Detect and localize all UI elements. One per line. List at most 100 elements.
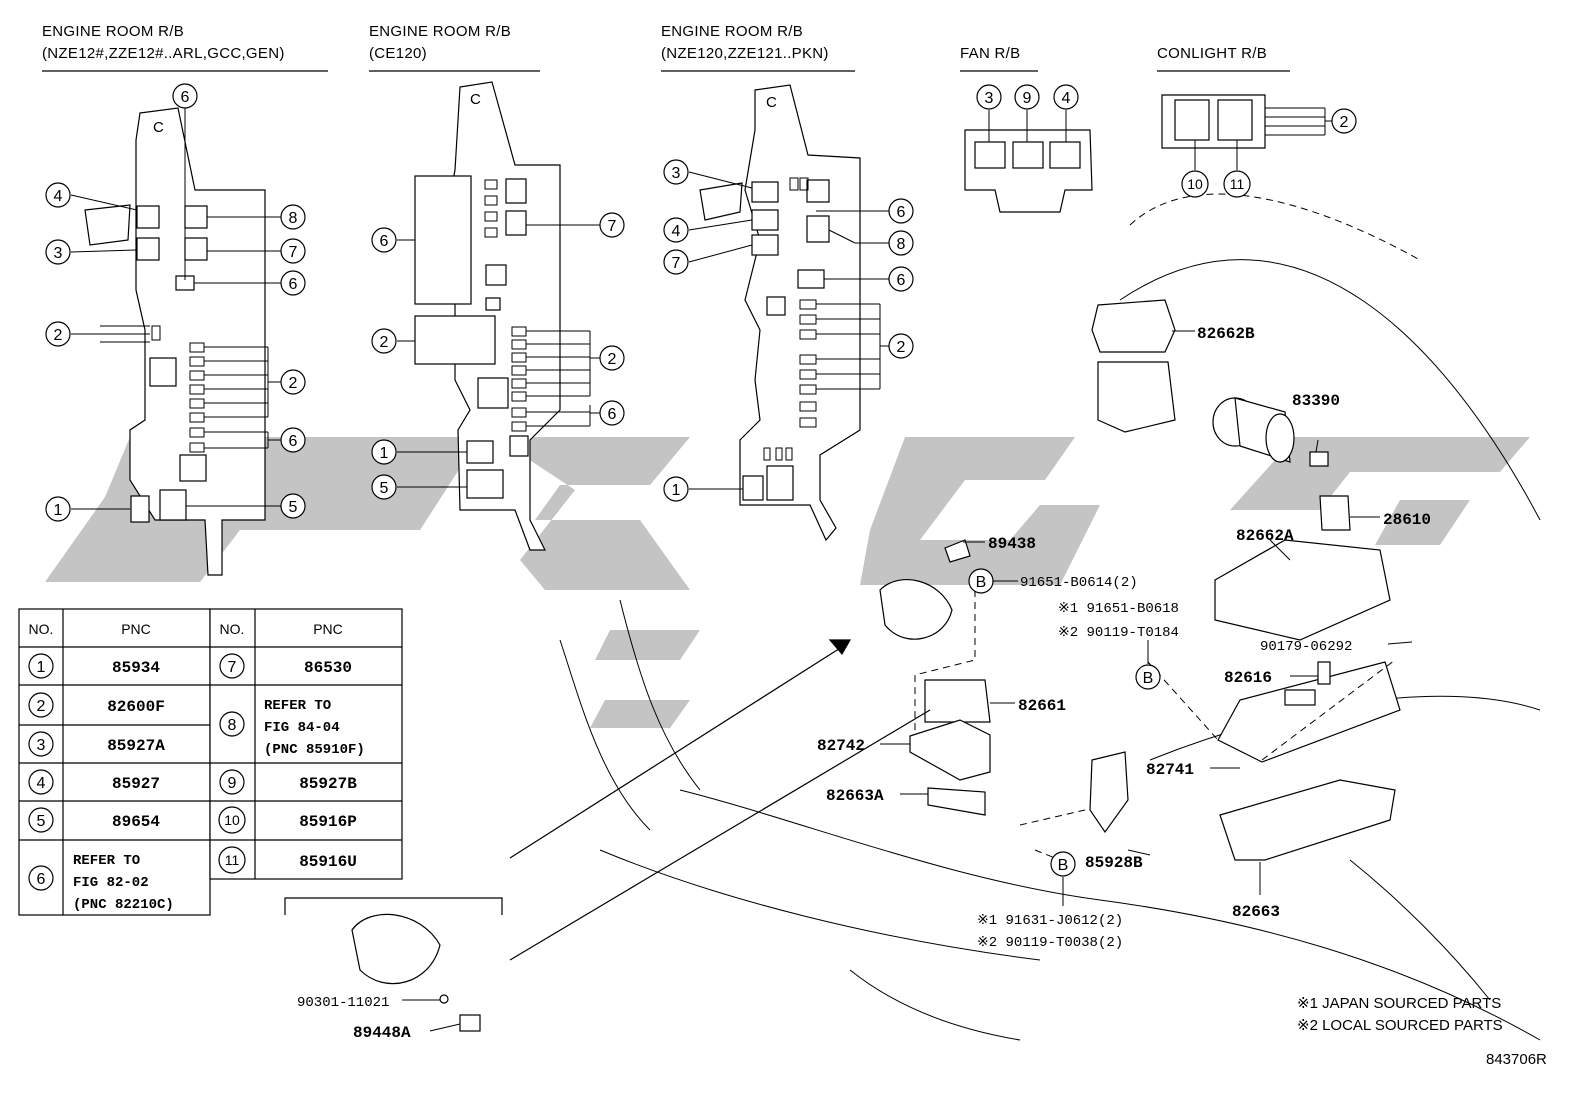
header-er3: ENGINE ROOM R/B (NZE120,ZZE121..PKN) xyxy=(661,23,855,72)
callout-3-fan: 3 xyxy=(976,84,1002,110)
svg-text:3: 3 xyxy=(985,90,994,107)
footnotes: ※1 JAPAN SOURCED PARTS ※2 LOCAL SOURCED … xyxy=(1297,995,1547,1068)
label-91651-B0614: 91651-B0614(2) xyxy=(1020,575,1138,591)
table-row: 3 85927A xyxy=(28,731,165,757)
svg-text:FIG 82-02: FIG 82-02 xyxy=(73,875,149,891)
table-right-col-pnc: PNC xyxy=(313,621,343,637)
note-japan-sourced: ※1 JAPAN SOURCED PARTS xyxy=(1297,995,1501,1012)
svg-text:10: 10 xyxy=(1187,176,1203,192)
svg-text:10: 10 xyxy=(224,812,240,828)
label-82662A: 82662A xyxy=(1236,527,1294,545)
table-left-col-no: NO. xyxy=(29,621,54,637)
label-82661: 82661 xyxy=(1018,697,1066,715)
label-90301-11021: 90301-11021 xyxy=(297,995,389,1011)
table-row: 4 85927 xyxy=(28,769,160,795)
svg-text:85927: 85927 xyxy=(112,775,160,793)
table-right-col-no: NO. xyxy=(220,621,245,637)
svg-text:REFER TO: REFER TO xyxy=(264,698,331,714)
svg-text:6: 6 xyxy=(897,272,906,289)
header-er1: ENGINE ROOM R/B (NZE12#,ZZE12#..ARL,GCC,… xyxy=(42,23,328,72)
svg-text:2: 2 xyxy=(380,334,389,351)
relay-block-er1: C xyxy=(84,107,266,576)
table-row: 10 85916P xyxy=(218,806,357,834)
svg-text:REFER TO: REFER TO xyxy=(73,853,140,869)
relay-block-er2: C xyxy=(414,81,561,551)
callout-4-er1: 4 xyxy=(45,182,71,208)
callout-2-left-er2: 2 xyxy=(371,328,397,354)
svg-text:3: 3 xyxy=(37,737,46,754)
callout-1-er2: 1 xyxy=(371,439,397,465)
svg-text:2: 2 xyxy=(897,339,906,356)
callout-leaders xyxy=(70,108,1238,510)
part-28610-relay xyxy=(1319,495,1351,531)
part-labels: 82662B 83390 28610 82662A 89438 91651-B0… xyxy=(297,325,1431,1042)
svg-text:6: 6 xyxy=(897,204,906,221)
svg-text:11: 11 xyxy=(1230,176,1245,192)
svg-text:6: 6 xyxy=(289,433,298,450)
callout-7-er2: 7 xyxy=(599,212,625,238)
label-89448A: 89448A xyxy=(353,1024,411,1042)
svg-text:4: 4 xyxy=(54,188,63,205)
svg-text:3: 3 xyxy=(54,245,63,262)
label-82663: 82663 xyxy=(1232,903,1280,921)
label-90179-06292: 90179-06292 xyxy=(1260,639,1352,655)
callout-b-lower: B xyxy=(1050,851,1076,877)
part-83390-canister xyxy=(1212,397,1295,463)
svg-text:7: 7 xyxy=(228,659,237,676)
pnc-table: NO. PNC NO. PNC 1 85934 2 82600F 3 85927… xyxy=(18,608,403,916)
table-left-col-pnc: PNC xyxy=(121,621,151,637)
table-row: 8 REFER TO FIG 84-04 (PNC 85910F) xyxy=(219,698,365,758)
label-90119-T0184: ※2 90119-T0184 xyxy=(1058,625,1179,641)
callout-1-er1: 1 xyxy=(45,496,71,522)
callout-6-mid-er3: 6 xyxy=(888,266,914,292)
callout-3-er3: 3 xyxy=(663,159,689,185)
callout-2-right-er2: 2 xyxy=(599,345,625,371)
svg-text:6: 6 xyxy=(37,871,46,888)
callout-b-upper: B xyxy=(968,568,994,594)
header-er2-models: (CE120) xyxy=(369,45,427,62)
svg-text:9: 9 xyxy=(228,775,237,792)
callout-1-er3: 1 xyxy=(663,476,689,502)
diagram-code: 843706R xyxy=(1486,1051,1547,1068)
header-er1-models: (NZE12#,ZZE12#..ARL,GCC,GEN) xyxy=(42,45,285,62)
table-row: 2 82600F xyxy=(28,692,165,718)
part-82616-fuse xyxy=(1317,661,1331,685)
part-85928B-fuse xyxy=(1089,751,1129,834)
svg-text:8: 8 xyxy=(897,236,906,253)
table-row: 6 REFER TO FIG 82-02 (PNC 82210C) xyxy=(28,853,174,913)
callout-6-left-er2: 6 xyxy=(371,227,397,253)
svg-text:7: 7 xyxy=(289,244,298,261)
svg-text:1: 1 xyxy=(380,445,389,462)
svg-text:C: C xyxy=(153,119,164,136)
relay-block-er3: C xyxy=(699,84,861,542)
conlight-relay-block xyxy=(1161,94,1332,149)
svg-text:6: 6 xyxy=(181,89,190,106)
svg-text:(PNC 85910F): (PNC 85910F) xyxy=(264,742,365,758)
svg-text:C: C xyxy=(766,94,777,111)
svg-text:2: 2 xyxy=(1340,114,1349,131)
svg-text:85934: 85934 xyxy=(112,659,160,677)
callout-7-er1: 7 xyxy=(280,238,306,264)
part-82742-box xyxy=(909,719,991,781)
svg-text:3: 3 xyxy=(672,165,681,182)
svg-text:FIG 84-04: FIG 84-04 xyxy=(264,720,340,736)
svg-text:89654: 89654 xyxy=(112,813,160,831)
callout-6-mid-er1: 6 xyxy=(280,270,306,296)
callout-5-er1: 5 xyxy=(280,493,306,519)
header-er3-models: (NZE120,ZZE121..PKN) xyxy=(661,45,829,62)
label-90119-T0038: ※2 90119-T0038(2) xyxy=(977,935,1123,951)
svg-text:2: 2 xyxy=(54,327,63,344)
svg-text:7: 7 xyxy=(608,218,617,235)
header-er1-title: ENGINE ROOM R/B xyxy=(42,23,184,40)
callout-8-er1: 8 xyxy=(280,204,306,230)
part-82662B-cover xyxy=(1091,299,1176,353)
header-conlight: CONLIGHT R/B xyxy=(1157,45,1290,72)
fan-relay-block xyxy=(964,129,1093,213)
svg-text:6: 6 xyxy=(380,233,389,250)
callout-9-fan: 9 xyxy=(1014,84,1040,110)
svg-text:5: 5 xyxy=(289,499,298,516)
callout-b-right: B xyxy=(1135,664,1161,690)
part-89438-sensor xyxy=(879,539,971,640)
callout-6-top-er3: 6 xyxy=(888,198,914,224)
label-89438: 89438 xyxy=(988,535,1036,553)
